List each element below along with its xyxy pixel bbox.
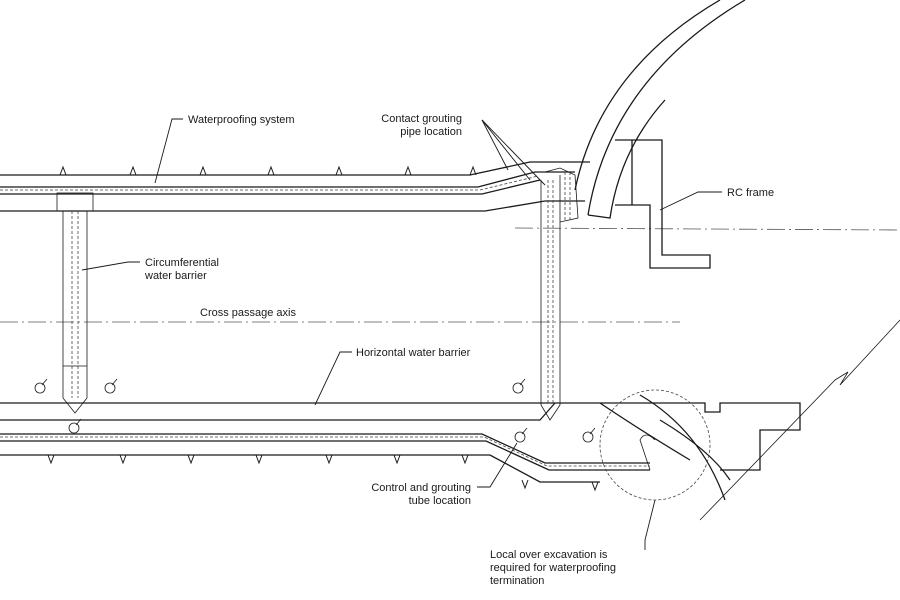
ground-break-line <box>699 319 900 521</box>
label-waterproofing-system: Waterproofing system <box>188 114 295 126</box>
top-lining <box>0 161 590 212</box>
label-over-excavation-line1: Local over excavation is <box>490 549 608 561</box>
label-contact-grouting-line1: Contact grouting <box>381 113 462 125</box>
leader-lines <box>81 118 722 550</box>
tunnel-segment-ring <box>574 0 746 219</box>
label-over-excavation-line3: termination <box>490 575 544 587</box>
rc-frame <box>615 139 711 269</box>
label-horizontal-water-barrier: Horizontal water barrier <box>356 347 471 359</box>
label-circumferential-line2: water barrier <box>144 270 207 282</box>
label-circumferential-line1: Circumferential <box>145 257 219 269</box>
bottom-right-frame <box>599 394 801 501</box>
label-contact-grouting-line2: pipe location <box>400 126 462 138</box>
label-rc-frame: RC frame <box>727 187 774 199</box>
top-anchor-spikes <box>59 165 477 176</box>
grouting-pipe-symbols <box>34 378 596 443</box>
bottom-anchor-spikes <box>47 454 599 492</box>
label-cross-passage-axis: Cross passage axis <box>200 307 296 319</box>
label-control-grouting-line1: Control and grouting <box>371 482 471 494</box>
label-over-excavation-line2: required for waterproofing <box>490 562 616 574</box>
circumferential-barrier-left <box>56 192 94 414</box>
circumferential-barrier-right <box>540 167 579 421</box>
label-control-grouting-line2: tube location <box>409 495 471 507</box>
over-excavation-circle <box>599 389 711 501</box>
bottom-lining <box>0 402 650 483</box>
tunnel-axis-line <box>514 227 900 231</box>
